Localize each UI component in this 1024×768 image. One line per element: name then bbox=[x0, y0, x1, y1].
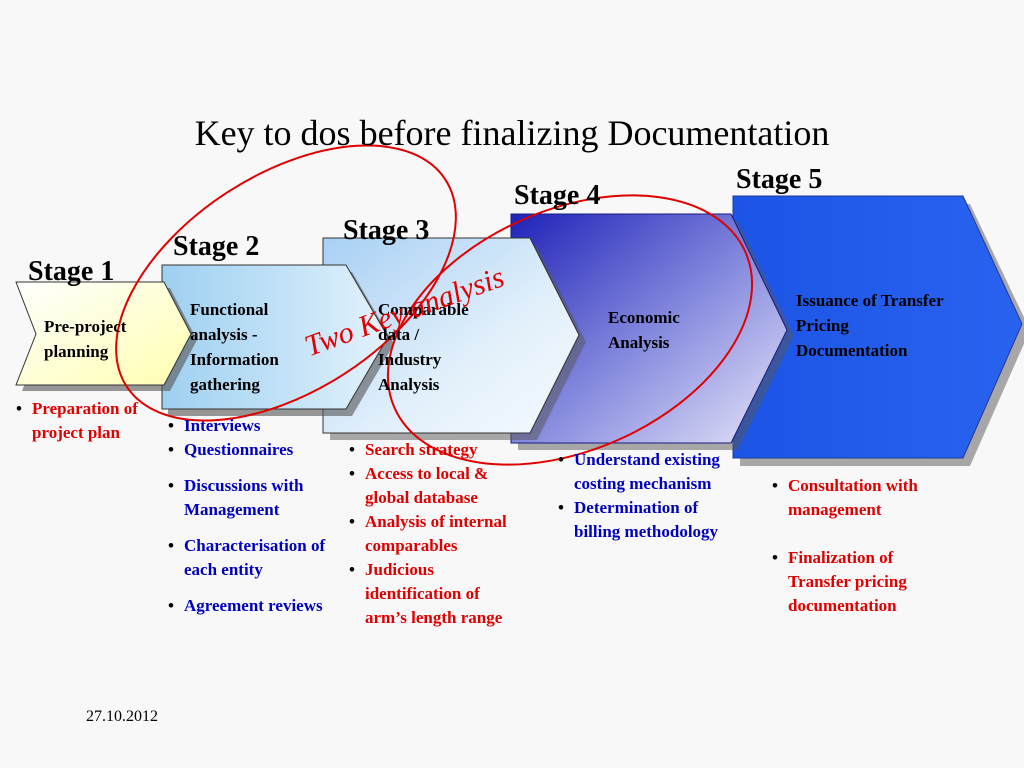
stage4-label: Stage 4 bbox=[514, 180, 601, 211]
list-item: Characterisation of each entity bbox=[164, 534, 354, 582]
stage4-bullet-list: Understand existing costing mechanism De… bbox=[554, 448, 724, 544]
stage2-box-line: Functional bbox=[190, 300, 269, 319]
highlight-ellipse-stage3-4 bbox=[386, 194, 754, 466]
highlight-ellipse-stage2-3 bbox=[115, 144, 457, 422]
stage2-box-line: analysis - bbox=[190, 325, 258, 344]
list-item: Preparation of project plan bbox=[12, 397, 142, 445]
stage4-box-text: Economic Analysis bbox=[608, 305, 680, 355]
stage5-box-line: Pricing bbox=[796, 316, 849, 335]
stage5-box-text: Issuance of Transfer Pricing Documentati… bbox=[796, 288, 944, 363]
stage2-box-line: gathering bbox=[190, 375, 260, 394]
stage3-label: Stage 3 bbox=[343, 215, 430, 246]
stage1-label: Stage 1 bbox=[28, 256, 115, 287]
list-item: Discussions with Management bbox=[164, 474, 354, 522]
list-item: Analysis of internal comparables bbox=[345, 510, 510, 558]
stage3-bullet-list: Search strategy Access to local & global… bbox=[345, 438, 510, 630]
stage3-box-text: Comparable data / Industry Analysis bbox=[378, 297, 469, 397]
list-item: Finalization of Transfer pricing documen… bbox=[768, 546, 953, 618]
stage2-box-line: Information bbox=[190, 350, 279, 369]
stage5-bullet-list: Consultation with management Finalizatio… bbox=[768, 474, 953, 642]
stage2-box-text: Functional analysis - Information gather… bbox=[190, 297, 279, 397]
stage4-box-line: Economic bbox=[608, 308, 680, 327]
list-item: Understand existing costing mechanism bbox=[554, 448, 724, 496]
stage3-box-line: Comparable bbox=[378, 300, 469, 319]
slide-date: 27.10.2012 bbox=[86, 708, 158, 725]
list-item: Search strategy bbox=[345, 438, 510, 462]
stage1-box-line: Pre-project bbox=[44, 317, 127, 336]
stage1-arrow bbox=[15, 281, 192, 386]
stage3-box-line: Industry bbox=[378, 350, 442, 369]
list-item: Questionnaires bbox=[164, 438, 354, 462]
stage3-box-line: Analysis bbox=[378, 375, 440, 394]
slide-title: Key to dos before finalizing Documentati… bbox=[194, 113, 830, 153]
stage2-bullet-list: Interviews Questionnaires Discussions wi… bbox=[164, 414, 354, 618]
stage5-box-line: Issuance of Transfer bbox=[796, 291, 944, 310]
stage5-label: Stage 5 bbox=[736, 164, 823, 195]
stage1-box-line: planning bbox=[44, 342, 109, 361]
stage2-label: Stage 2 bbox=[173, 231, 260, 262]
stage4-box-line: Analysis bbox=[608, 333, 670, 352]
stage1-box-text: Pre-project planning bbox=[44, 314, 126, 364]
list-item: Interviews bbox=[164, 414, 354, 438]
stage5-box-line: Documentation bbox=[796, 341, 908, 360]
list-item: Access to local & global database bbox=[345, 462, 510, 510]
list-item: Agreement reviews bbox=[164, 594, 354, 618]
list-item: Consultation with management bbox=[768, 474, 953, 522]
stage1-bullet-list: Preparation of project plan bbox=[12, 397, 142, 445]
list-item: Determination of billing methodology bbox=[554, 496, 724, 544]
stage3-box-line: data / bbox=[378, 325, 420, 344]
list-item: Judicious identification of arm’s length… bbox=[345, 558, 510, 630]
